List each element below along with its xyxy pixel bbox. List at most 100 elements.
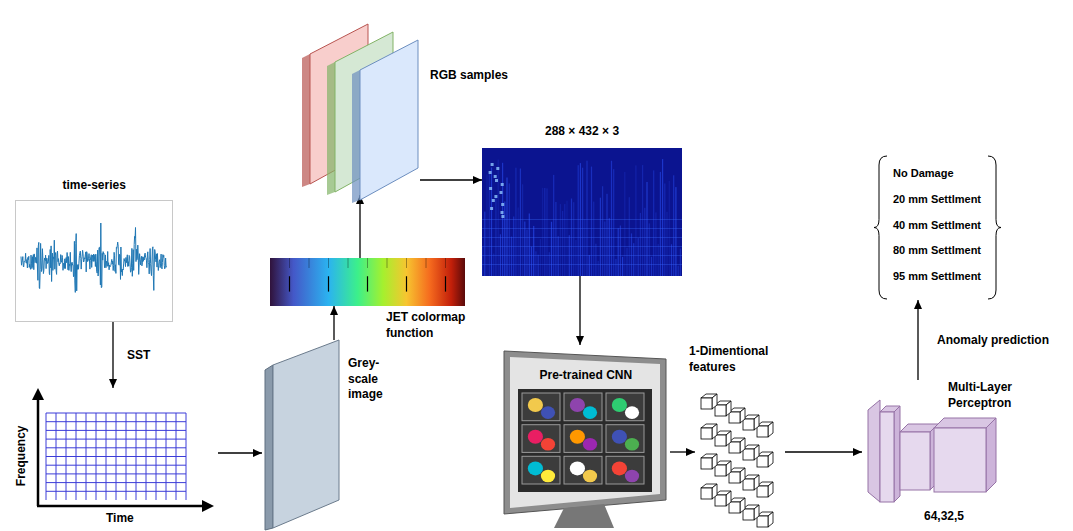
grid-line <box>46 482 186 483</box>
cube-face <box>701 428 712 439</box>
edge-label: Anomaly prediction <box>935 333 1051 347</box>
channel-side <box>302 54 310 187</box>
tick-mark <box>445 276 446 291</box>
spectral-peak <box>491 163 494 166</box>
spectrogram-ground <box>482 148 682 276</box>
spectral-streak <box>624 172 625 276</box>
spectral-streak <box>544 188 545 276</box>
cube-side <box>768 452 773 467</box>
waveform-box: time-series <box>15 200 173 322</box>
cube-side <box>740 498 745 513</box>
slab-side <box>265 365 273 530</box>
spectral-streak <box>653 170 654 276</box>
grid-line <box>46 473 186 474</box>
layer-side <box>894 406 900 502</box>
cube-side <box>712 394 717 409</box>
spectral-streak <box>509 183 510 276</box>
feature-map-cell <box>564 456 602 484</box>
flow-arrow <box>333 306 334 340</box>
class-label: No Damage <box>893 166 954 180</box>
spectral-streak <box>604 222 605 277</box>
feature-blob <box>625 406 639 419</box>
cube-side <box>726 491 731 506</box>
spectral-streak <box>540 239 541 276</box>
cube-side <box>726 431 731 446</box>
grid-line <box>46 465 186 466</box>
cube-side <box>712 484 717 499</box>
cube-face <box>757 486 768 497</box>
spectral-streak <box>558 236 559 276</box>
spectral-peak <box>501 215 504 218</box>
spectral-streak <box>638 238 639 276</box>
class-list: No Damage20 mm Settlment40 mm Settlment8… <box>873 155 1002 300</box>
spectral-band <box>482 237 682 238</box>
feature-blob <box>528 461 543 475</box>
tick-mark <box>387 258 388 268</box>
spectral-band <box>482 228 682 229</box>
spectral-streak <box>664 184 665 277</box>
axis-arrow <box>32 388 44 400</box>
spectral-streak <box>482 246 483 276</box>
feature-map-cell <box>606 456 644 484</box>
spectral-streak <box>660 172 661 276</box>
spectral-peak <box>489 187 492 190</box>
feature-blob <box>570 461 585 475</box>
node-label: Grey- scale image <box>348 356 400 403</box>
spectral-streak <box>662 159 663 276</box>
spectral-peak <box>501 183 504 186</box>
spectral-streak <box>511 237 512 276</box>
monitor-bezel <box>510 357 660 508</box>
cube-face <box>743 509 754 520</box>
channel-side <box>327 62 335 195</box>
layer-face <box>900 432 930 490</box>
cube-face <box>757 516 768 527</box>
edge-label: SST <box>125 348 152 362</box>
spectral-streak <box>529 214 530 277</box>
spectral-streak <box>671 244 672 276</box>
cube-side <box>740 438 745 453</box>
spectral-streak <box>675 187 676 276</box>
tick-mark <box>367 258 368 268</box>
spectral-band <box>482 219 682 220</box>
cube-face <box>757 426 768 437</box>
cube-side <box>754 445 759 460</box>
spectral-streak <box>518 208 519 277</box>
cube-face <box>701 458 712 469</box>
spectral-streak <box>644 208 645 276</box>
feature-blob <box>528 398 543 412</box>
rgb-sample-stack: RGB samples <box>290 20 420 195</box>
flow-arrow <box>785 451 862 452</box>
spectral-streak <box>666 212 667 276</box>
layer-top <box>934 418 996 428</box>
spectral-streak <box>620 226 621 277</box>
node-label: Pre-trained CNN <box>540 368 633 384</box>
spectral-streak <box>598 261 599 276</box>
feature-blob <box>528 430 543 444</box>
class-label: 40 mm Settlment <box>893 218 981 232</box>
feature-map-cell <box>522 393 560 421</box>
spectral-streak <box>484 212 485 276</box>
slab-face <box>273 340 339 528</box>
cube-side <box>740 468 745 483</box>
cube-face <box>757 456 768 467</box>
spectral-streak <box>506 178 507 277</box>
feature-map-cell <box>522 456 560 484</box>
cube-face <box>743 479 754 490</box>
feature-blob <box>570 398 585 412</box>
flow-arrow <box>218 452 262 453</box>
monitor-screen <box>518 389 652 492</box>
cube-side <box>754 415 759 430</box>
layer-face <box>934 428 986 492</box>
cube-face <box>729 412 740 423</box>
spectral-streak <box>606 194 607 276</box>
axis-line <box>37 505 204 508</box>
cube-face <box>729 442 740 453</box>
cube-side <box>768 422 773 437</box>
cnn-monitor: Pre-trained CNN <box>498 345 670 530</box>
class-label: 80 mm Settlment <box>893 243 981 257</box>
node-label: time-series <box>63 178 126 194</box>
feature-map-cell <box>564 393 602 421</box>
grid-line <box>46 430 186 431</box>
grid-line <box>46 421 186 422</box>
cube-side <box>754 475 759 490</box>
